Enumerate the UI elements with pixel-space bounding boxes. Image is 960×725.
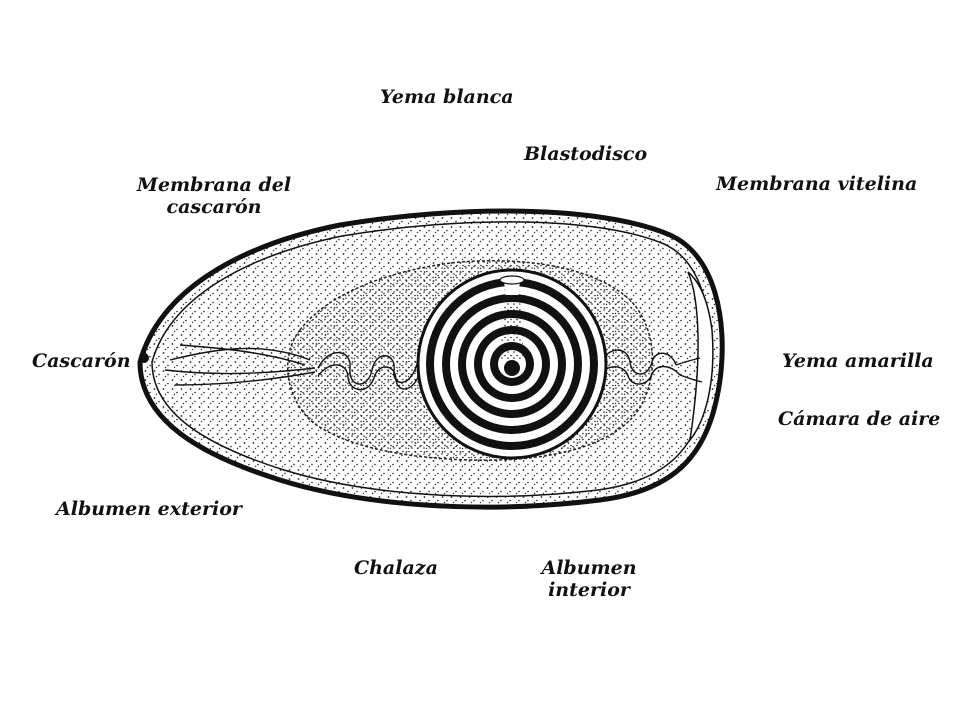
shell-tip: [139, 353, 149, 363]
label-membrana-vitelina: Membrana vitelina: [716, 173, 918, 195]
label-membrana-cascaron-line1: Membrana del: [136, 174, 292, 196]
chalaza-right: [601, 349, 703, 385]
chalaza-left: [164, 344, 421, 391]
blastodisc: [499, 275, 525, 285]
label-albumen-interior-line2: interior: [548, 579, 630, 601]
air-chamber: [687, 271, 714, 443]
label-yema-amarilla: Yema amarilla: [782, 350, 934, 372]
label-albumen-interior-line1: Albumen: [541, 557, 637, 579]
label-blastodisco: Blastodisco: [524, 143, 648, 165]
label-camara-aire: Cámara de aire: [778, 408, 941, 430]
label-yema-blanca: Yema blanca: [380, 86, 514, 108]
label-albumen-interior: Albumen interior: [534, 557, 644, 601]
label-cascaron: Cascarón: [32, 350, 131, 372]
label-membrana-cascaron-line2: cascarón: [166, 196, 262, 218]
label-chalaza: Chalaza: [354, 557, 438, 579]
yolk: [416, 268, 608, 460]
label-albumen-exterior: Albumen exterior: [56, 498, 242, 520]
label-membrana-cascaron: Membrana del cascarón: [134, 174, 294, 218]
